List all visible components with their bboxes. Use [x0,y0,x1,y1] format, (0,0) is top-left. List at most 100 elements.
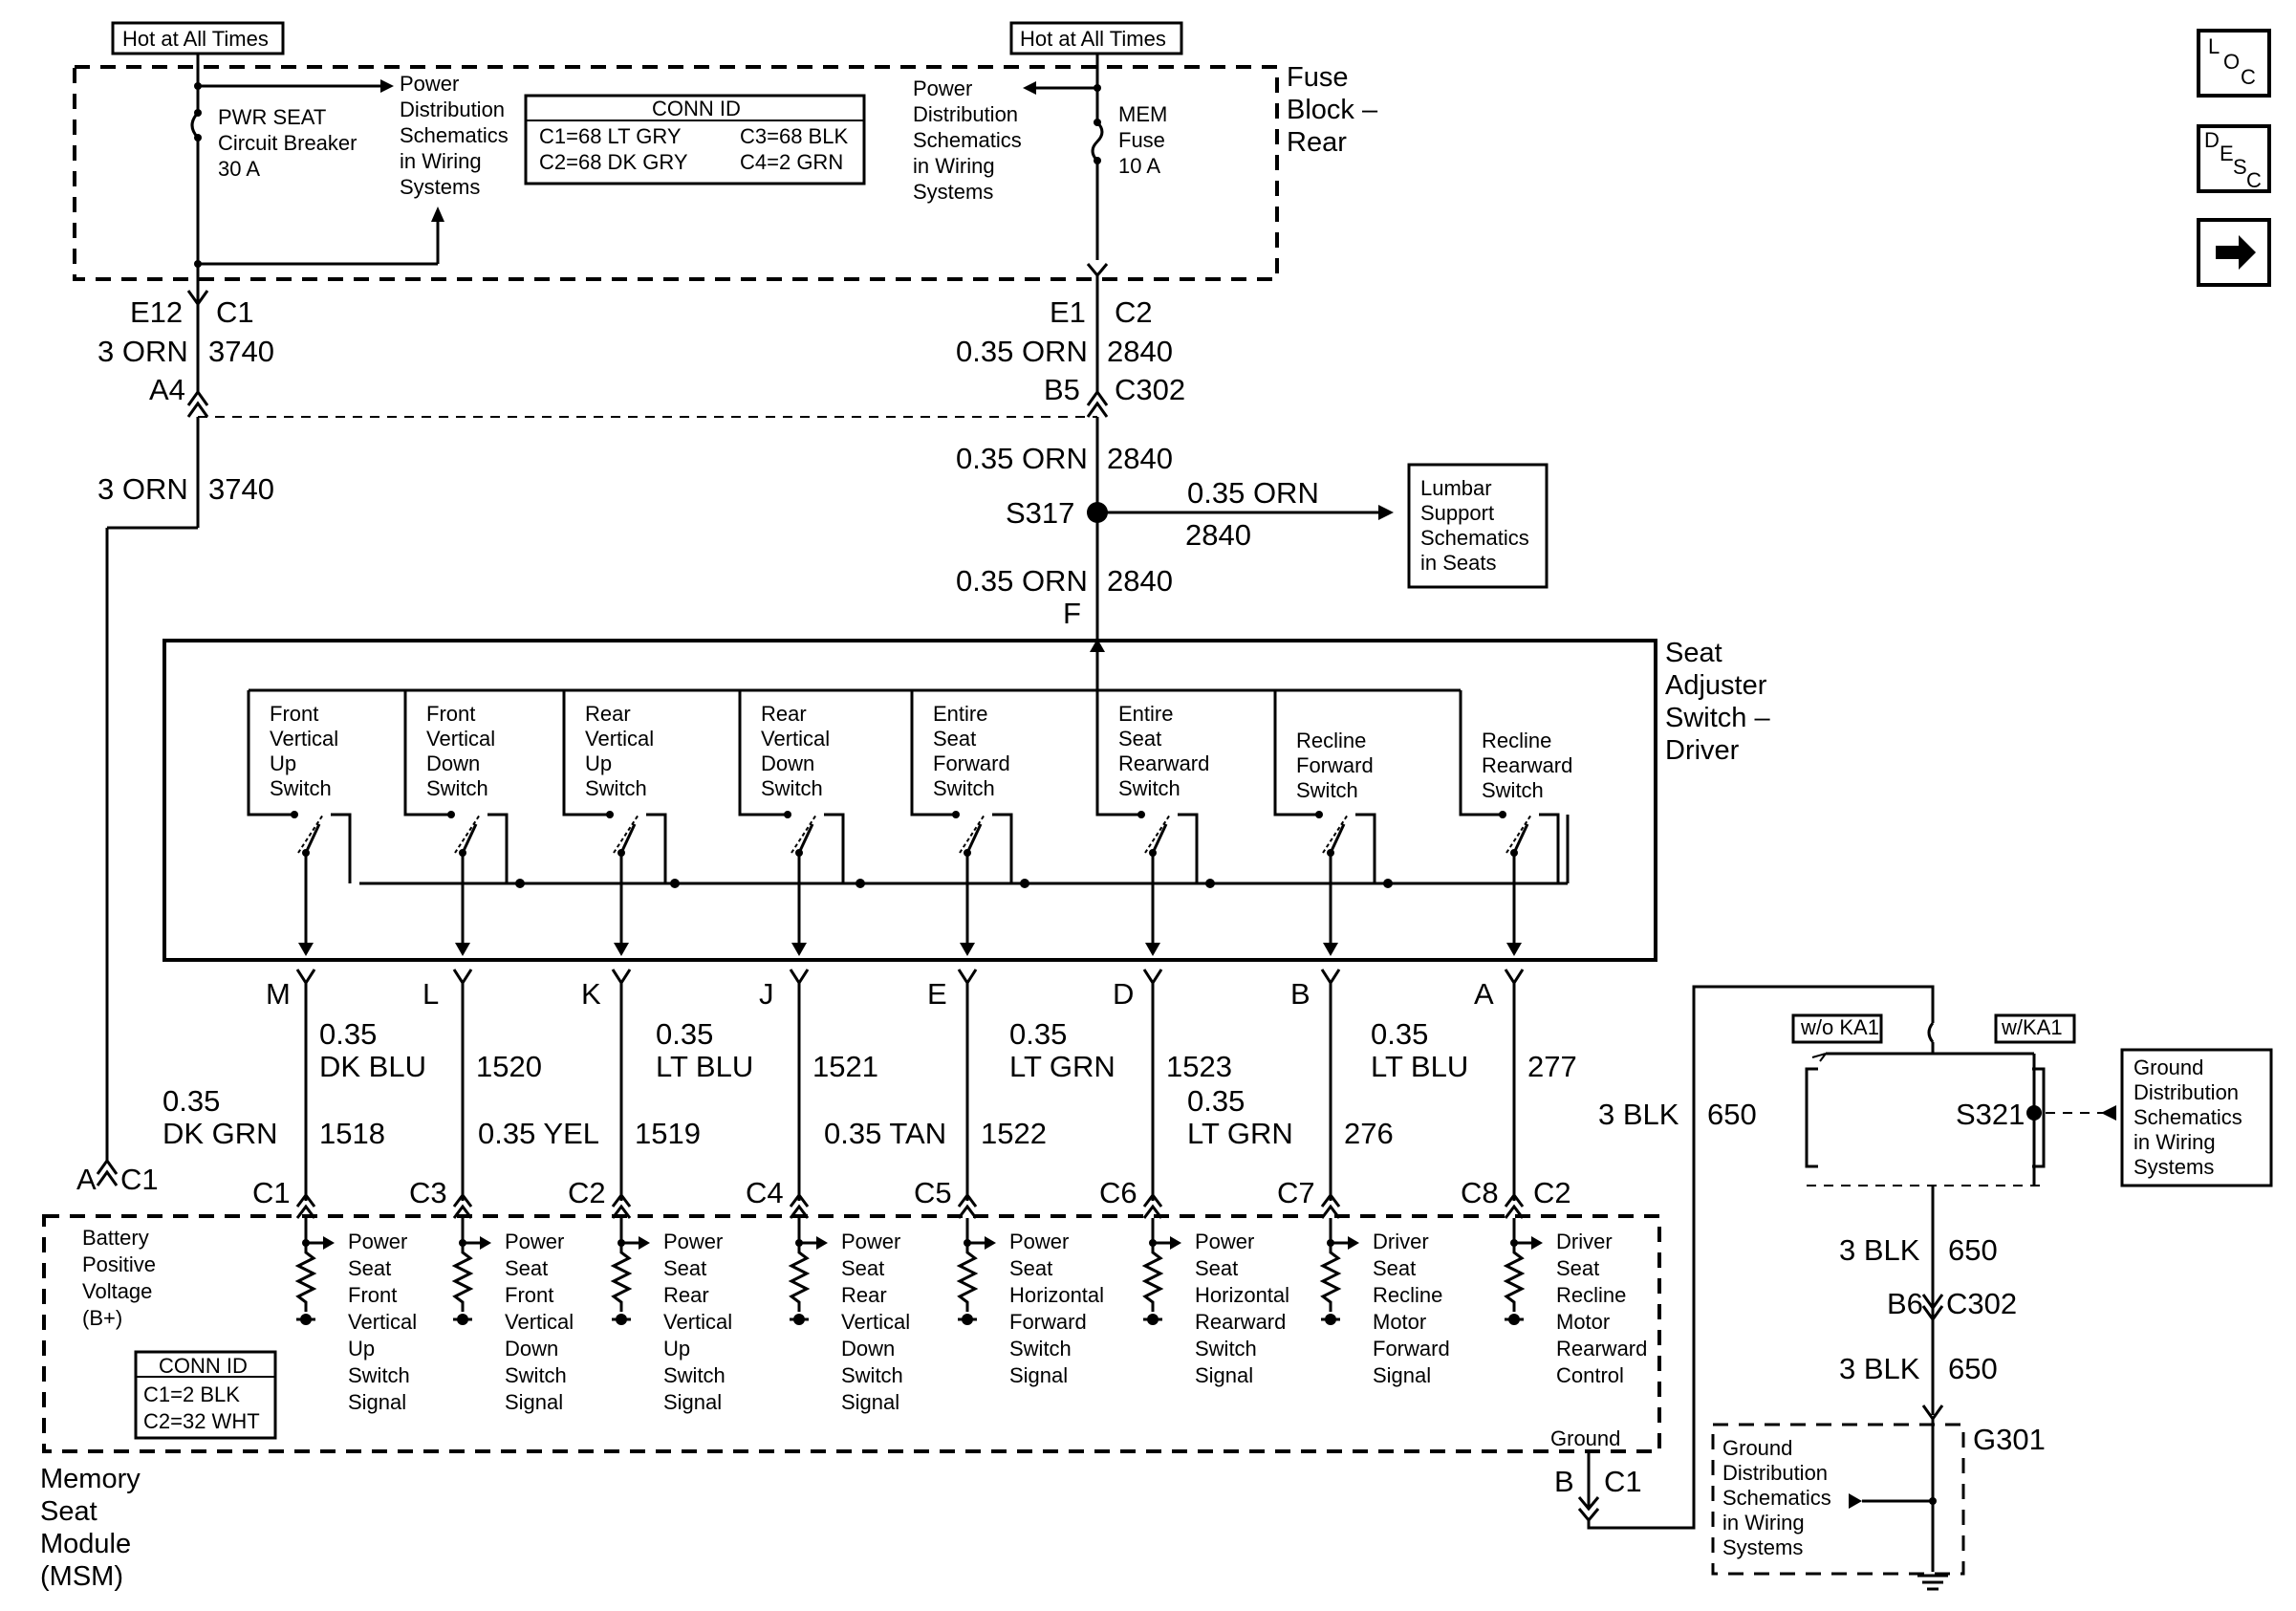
branch-wire: 0.35 ORN [1187,476,1319,510]
hot-at-all-times-left: Hot at All Times [122,27,269,51]
pin-f: F [1063,597,1081,630]
wire-ground-a: 3 BLK [1598,1098,1679,1131]
power-distribution-left-ref: Power Distribution Schematics in Wiring … [400,72,514,199]
ground-g301-label: G301 [1973,1423,2046,1456]
wire-gauge: 0.35 [1187,1084,1245,1118]
ground-symbol-icon [457,1314,468,1325]
msm-conn-label: C2 [1533,1176,1571,1209]
next-arrow-icon[interactable] [2197,218,2271,287]
msm-pin-C5: C5 [914,1176,952,1209]
switch-pin-E: E [927,977,947,1011]
svg-text:S: S [2233,155,2247,179]
svg-text:C: C [2246,168,2262,192]
loc-icon[interactable]: L O C [2197,29,2271,98]
resistor-icon [788,1243,811,1312]
arrow-right-icon [1849,1493,1862,1509]
desc-icon[interactable]: D E S C [2197,124,2271,193]
arrow-right-icon [1378,505,1394,520]
resistor-icon [294,1243,317,1312]
msm-pin-C1: C1 [252,1176,291,1209]
msm-label: Memory Seat Module (MSM) [40,1464,148,1592]
wire-color: LT GRN [1009,1050,1116,1083]
switch-pin-L: L [422,977,439,1011]
ground-label: Ground [1550,1426,1620,1450]
left-feed-circuit: E12 C1 3 ORN 3740 A4 3 ORN 3740 [96,290,1097,1186]
ground-symbol-icon [962,1314,973,1325]
wire-left-a: 3 ORN [97,335,188,368]
ground-symbol-icon [793,1314,805,1325]
wire-ground-c: 3 BLK [1839,1352,1920,1385]
fuse-block-label: Fuse Block – Rear [1287,62,1385,158]
svg-text:E: E [2220,142,2234,165]
fuse-icon [1091,120,1104,163]
wire-color: LT BLU [1371,1050,1468,1083]
resistor-icon [1141,1243,1164,1312]
wire-color: LT GRN [1187,1117,1293,1150]
seat-adjuster-switch-label: Seat Adjuster Switch – Driver [1665,638,1778,766]
wire-gauge-color: 0.35 TAN [824,1117,946,1150]
pin-a-battery: A [76,1163,97,1196]
circuit-right-b: 2840 [1107,442,1173,475]
splice-s321-label: S321 [1956,1098,2025,1131]
pin-b-ground: B [1554,1465,1574,1498]
conn-c1-battery: C1 [120,1163,159,1196]
ground-symbol-icon [300,1314,312,1325]
arrow-left-icon [2101,1105,2116,1121]
wire-gauge: 0.35 [656,1017,713,1051]
svg-text:C4=2 GRN: C4=2 GRN [740,150,843,174]
switch-pin-K: K [581,977,601,1011]
switch-pin-D: D [1113,977,1134,1011]
w-ka1-label: w/KA1 [2001,1015,2063,1039]
circuit-number: 1518 [319,1117,385,1150]
circuit-ground-a: 650 [1707,1098,1757,1131]
conn-c2-fuse: C2 [1115,295,1153,329]
svg-text:C3=68 BLK: C3=68 BLK [740,124,848,148]
resistor-icon [1319,1243,1342,1312]
circuit-left-a: 3740 [208,335,274,368]
circuit-number: 277 [1527,1050,1577,1083]
ground-symbol-icon [1508,1314,1520,1325]
svg-text:C1=2 BLK: C1=2 BLK [143,1382,240,1406]
seat-adjuster-switch-boundary [162,639,1657,962]
conn-c1-fuse: C1 [216,295,254,329]
wire-gauge: 0.35 [1371,1017,1428,1051]
ground-circuit: w/o KA1 w/KA1 S321 Ground Distribution S… [1587,985,2273,1591]
conn-c302-a: C302 [1115,373,1185,406]
circuit-number: 1519 [635,1117,701,1150]
fuse-block-rear: Fuse Block – Rear Hot at All Times Hot a… [73,21,1385,306]
pin-e12: E12 [130,295,183,329]
svg-text:C2=32 WHT: C2=32 WHT [143,1409,260,1433]
wire-right-a: 0.35 ORN [956,335,1088,368]
switch-pin-A: A [1474,977,1494,1011]
resistor-icon [956,1243,979,1312]
svg-text:CONN ID: CONN ID [652,97,741,120]
g301-boundary [1711,1423,1965,1576]
switch-pin-M: M [266,977,291,1011]
right-feed-circuit: E1 C2 0.35 ORN 2840 B5 C302 0.35 ORN 284… [956,275,1394,652]
resistor-icon [1503,1243,1526,1312]
ground-symbol-icon [1147,1314,1159,1325]
pin-b5: B5 [1044,373,1080,406]
msm-pin-C4: C4 [746,1176,784,1209]
svg-text:O: O [2223,50,2240,74]
svg-text:C: C [2241,65,2256,89]
switch-pin-J: J [759,977,774,1011]
